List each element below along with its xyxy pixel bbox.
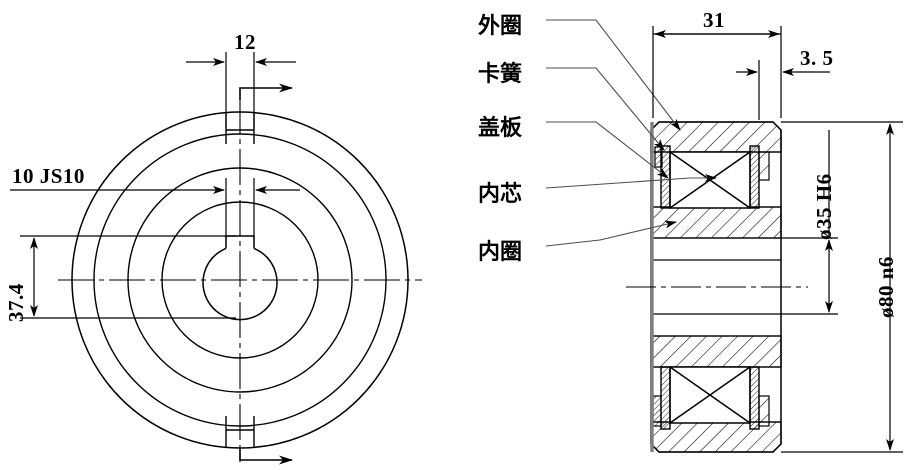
callout-label-inner-ring: 内圈	[478, 240, 523, 265]
snap-ring-bottom-left	[652, 395, 662, 427]
callout-label-snap-ring: 卡簧	[478, 62, 523, 87]
leader-snap-ring	[546, 67, 665, 151]
section-arrow-top-leg	[239, 87, 272, 100]
leader-cover-plate	[546, 121, 669, 179]
dim-text-outer-80-n6: ø80 n6	[874, 256, 898, 318]
cover-plate-bottom-right	[749, 366, 760, 430]
dim-text-37-4: 37.4	[4, 283, 28, 322]
dim-bore-depth-37-4	[20, 235, 236, 319]
dim-text-10-js10: 10 JS10	[12, 164, 85, 188]
leader-inner-core	[545, 174, 717, 189]
section-view	[626, 121, 808, 453]
dim-outer-diameter-80	[781, 121, 903, 453]
leader-inner-ring	[545, 220, 677, 247]
dim-total-width-31	[652, 26, 782, 118]
callout-label-cover-plate: 盖板	[478, 116, 523, 141]
cover-plate-top-right	[749, 145, 760, 209]
dim-notch-width-12	[186, 52, 296, 128]
cover-plate-bottom-left	[660, 366, 671, 430]
dim-text-3-5: 3. 5	[800, 46, 834, 70]
dim-text-12: 12	[234, 30, 256, 54]
left-view	[58, 98, 422, 462]
leader-outer-ring	[546, 19, 681, 131]
callout-leaders	[545, 19, 717, 247]
inner-core-bottom	[669, 366, 751, 424]
inner-core-top	[669, 151, 751, 209]
inner-ring-top	[650, 206, 782, 239]
dim-text-bore-35-h6: ø35 H6	[812, 173, 836, 240]
callout-label-outer-ring: 外圈	[478, 14, 523, 39]
dim-text-31: 31	[703, 8, 725, 32]
callout-label-inner-core: 内芯	[478, 182, 523, 207]
section-cut-arrows	[239, 83, 293, 465]
snap-ring-top-left	[654, 146, 663, 168]
section-arrow-bottom-leg	[239, 448, 272, 461]
dim-cover-offset-3-5	[736, 60, 830, 120]
snap-ring-bottom-right	[758, 395, 770, 427]
dim-keyway-10-js10	[10, 178, 300, 238]
dim-bore-diameter-35	[781, 130, 838, 315]
inner-ring-bottom	[650, 335, 782, 368]
snap-ring-top-right	[758, 151, 770, 181]
